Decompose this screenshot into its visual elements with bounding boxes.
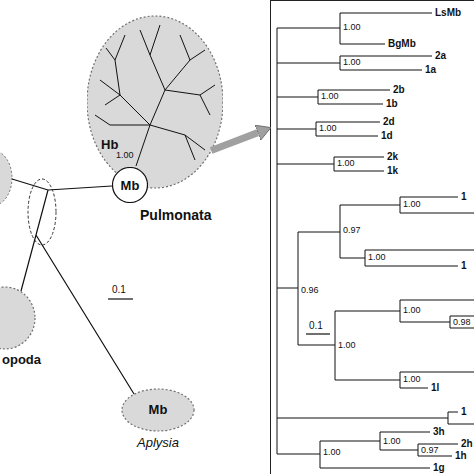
ellipse-outline <box>113 168 148 203</box>
clade-name: opoda <box>2 353 41 366</box>
scale-label: 0.1 <box>309 321 323 331</box>
protein-label: Hb <box>101 138 118 151</box>
support-value: 1.00 <box>116 151 134 160</box>
leaf-label: 1 <box>461 407 467 417</box>
leaf-label: 2a <box>435 51 446 61</box>
support-value: 1.00 <box>337 159 355 168</box>
leaf-label: 1k <box>387 166 398 176</box>
ellipse-outline <box>0 287 35 349</box>
leaf-label: 1a <box>425 65 436 75</box>
myoglobin-circle: Mb <box>112 167 148 203</box>
support-value: 1.00 <box>403 375 421 384</box>
leaf-label: 2d <box>383 117 395 127</box>
protein-label: Mb <box>118 403 198 416</box>
support-value: 0.97 <box>343 226 361 235</box>
support-value: 0.98 <box>453 318 471 327</box>
leaf-label: 1 <box>461 261 467 271</box>
support-value: 1.00 <box>368 253 386 262</box>
leaf-label: LsMb <box>435 8 461 18</box>
scale-bar <box>108 298 133 299</box>
support-value: 1.00 <box>343 58 361 67</box>
support-value: 0.96 <box>301 286 319 295</box>
support-value: 1.00 <box>321 92 339 101</box>
scale-label: 0.1 <box>112 285 126 295</box>
leaf-label: 1d <box>381 131 393 141</box>
support-value: 1.00 <box>383 437 401 446</box>
leaf-label: 1b <box>386 99 398 109</box>
protein-label: Mb <box>112 179 148 192</box>
support-value: 1.00 <box>403 306 421 315</box>
leaf-label: 1 <box>461 192 467 202</box>
leaf-label: 1g <box>433 463 445 473</box>
taxon-name: Aplysia <box>118 436 198 449</box>
highlight-ellipse <box>28 179 56 245</box>
clade-ellipse <box>0 150 12 206</box>
ellipse-outline <box>87 16 223 188</box>
support-value: 1.00 <box>323 448 341 457</box>
clade-name: Pulmonata <box>140 208 212 222</box>
leaf-label: 2h <box>461 439 473 449</box>
leaf-label: BgMb <box>388 39 416 49</box>
support-value: 1.00 <box>343 23 361 32</box>
leaf-label: 2b <box>393 85 405 95</box>
leaf-label: 2k <box>387 152 398 162</box>
support-value: 1.00 <box>403 200 421 209</box>
leaf-label: 1h <box>455 451 467 461</box>
clade-ellipse: opoda <box>0 286 60 368</box>
clade-ellipse: Hb1.00Pulmonata Mb <box>87 14 223 224</box>
support-value: 1.00 <box>319 124 337 133</box>
leaf-label: 1l <box>431 383 439 393</box>
leaf-label: 3h <box>433 427 445 437</box>
shape-outline <box>87 14 223 224</box>
scale-bar <box>306 333 330 334</box>
support-value: 1.00 <box>338 341 356 350</box>
support-value: 0.97 <box>421 446 439 455</box>
tree-panel: LsMb1.00BgMb2a1.001a2b1.001b2d1.001d2k1.… <box>270 0 474 474</box>
taxon-ellipse: MbAplysia <box>118 388 198 454</box>
rectangular-tree <box>277 13 474 468</box>
